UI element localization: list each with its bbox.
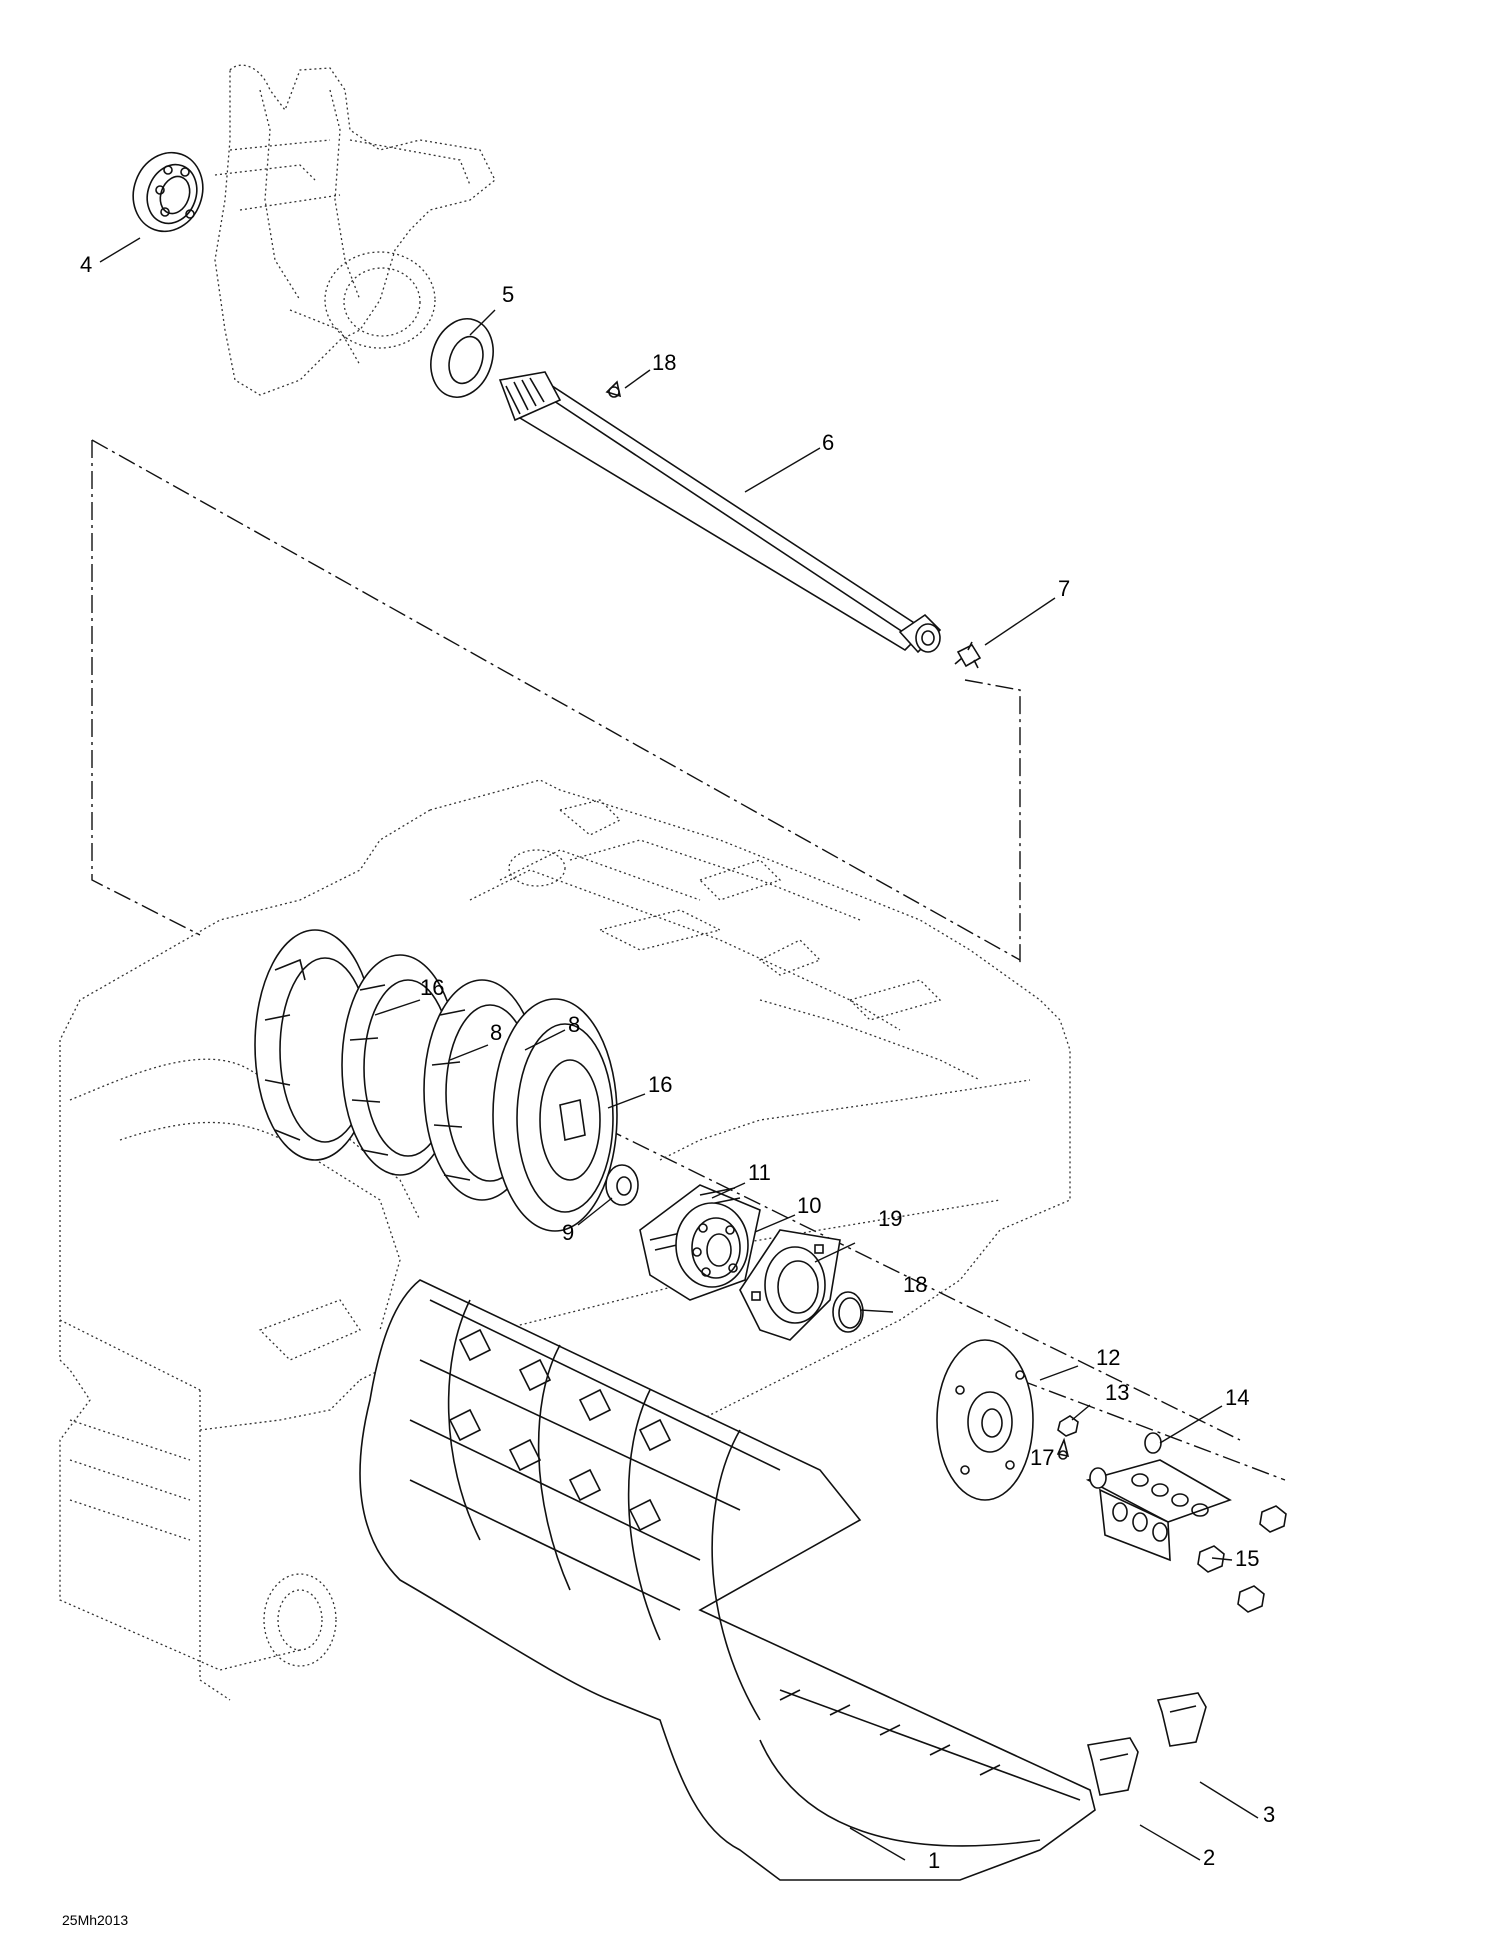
callout-16-top: 16 (420, 975, 444, 1000)
callout-2: 2 (1203, 1845, 1215, 1870)
callout-18-top: 18 (652, 350, 676, 375)
callout-9: 9 (562, 1220, 574, 1245)
bearing-part-4 (132, 151, 204, 233)
grease-fitting-part-18-lower (1056, 1437, 1070, 1460)
callout-5: 5 (502, 282, 514, 307)
callout-16-lower: 16 (648, 1072, 672, 1097)
bearing-flange-parts-10-11 (639, 1184, 761, 1301)
seal-part-5 (430, 318, 494, 398)
callout-6: 6 (822, 430, 834, 455)
grease-fitting-part-18 (605, 380, 622, 398)
nut-part-13 (1057, 1415, 1079, 1437)
spacer-part-9 (605, 1164, 639, 1206)
callout-12: 12 (1096, 1345, 1120, 1370)
callout-8-b: 8 (568, 1012, 580, 1037)
callout-18-lower: 17 (1030, 1445, 1054, 1470)
assembly-axis-lines (91, 439, 1286, 1481)
nuts-part-15 (1197, 1505, 1287, 1613)
leader-lines (99, 237, 1259, 1861)
drive-sprockets (254, 929, 618, 1232)
clip-part-2 (1087, 1737, 1139, 1796)
callout-19: 19 (878, 1206, 902, 1231)
callout-13: 13 (1105, 1380, 1129, 1405)
reference-code: 25Mh2013 (62, 1912, 128, 1928)
drive-axle-part-6 (498, 371, 942, 654)
callout-7: 7 (1058, 576, 1070, 601)
callout-labels: 4 5 18 6 7 16 8 8 16 9 11 10 19 18 12 13… (80, 252, 1275, 1873)
clip-part-3 (1156, 1692, 1207, 1747)
chassis-tunnel (59, 779, 1071, 1701)
callout-17: 18 (903, 1272, 927, 1297)
callout-3: 3 (1263, 1802, 1275, 1827)
callout-4: 4 (80, 252, 92, 277)
plug-part-7 (954, 641, 982, 669)
callout-10: 10 (797, 1193, 821, 1218)
callout-14: 14 (1225, 1385, 1249, 1410)
callout-8-a: 8 (490, 1020, 502, 1045)
chaincase-housing (214, 64, 496, 396)
cover-part-12 (936, 1339, 1034, 1501)
circlip-part-17 (832, 1291, 864, 1333)
sprocket-16-inner (492, 998, 618, 1232)
track-part-1 (359, 1279, 1096, 1881)
callout-1: 1 (928, 1848, 940, 1873)
bracket-part-14 (1085, 1432, 1232, 1562)
callout-15: 15 (1235, 1546, 1259, 1571)
callout-11: 11 (748, 1160, 771, 1185)
bearing-housing-part-19 (739, 1229, 841, 1341)
